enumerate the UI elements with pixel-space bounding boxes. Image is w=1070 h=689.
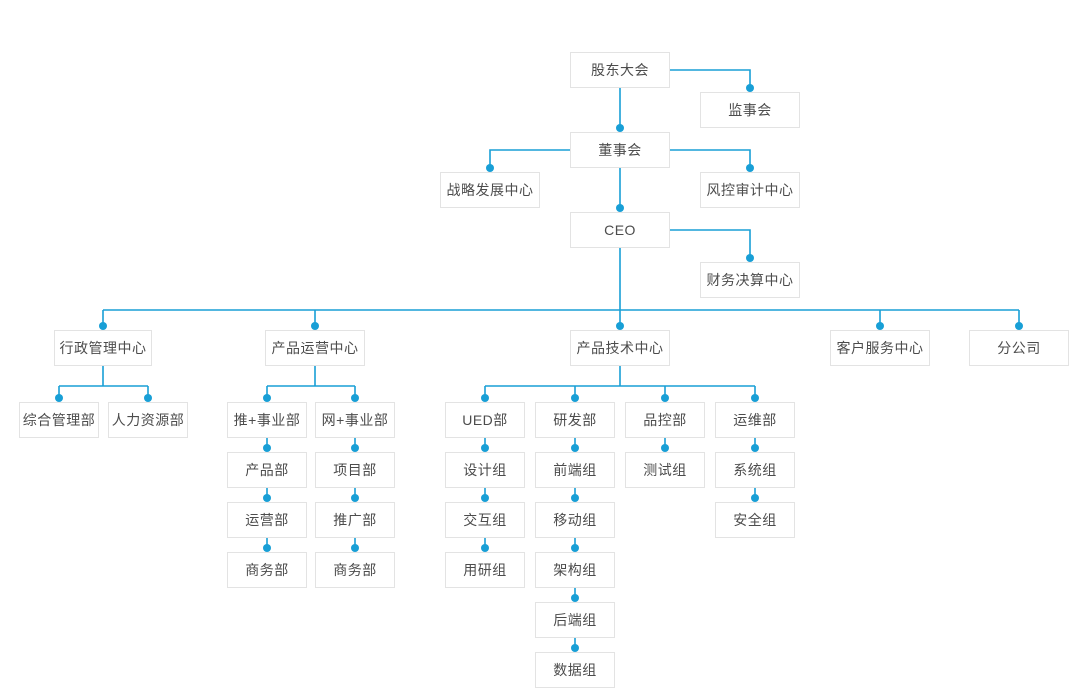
org-node-architecture-team: 架构组 — [535, 552, 615, 588]
org-node-product-dept: 产品部 — [227, 452, 307, 488]
org-node-label: 监事会 — [728, 102, 772, 118]
org-node-operations-dept: 运营部 — [227, 502, 307, 538]
org-node-business-dept-a: 商务部 — [227, 552, 307, 588]
org-node-label: 战略发展中心 — [446, 182, 534, 198]
org-node-label: 产品技术中心 — [576, 340, 664, 356]
org-node-board: 董事会 — [570, 132, 670, 168]
org-node-label: 测试组 — [643, 462, 687, 478]
org-node-ops-maintenance: 运维部 — [715, 402, 795, 438]
org-node-interaction-team: 交互组 — [445, 502, 525, 538]
org-node-frontend-team: 前端组 — [535, 452, 615, 488]
org-node-finance: 财务决算中心 — [700, 262, 800, 298]
org-node-label: 推+事业部 — [233, 412, 301, 428]
org-node-supervisory: 监事会 — [700, 92, 800, 128]
org-node-data-team: 数据组 — [535, 652, 615, 688]
org-node-risk-audit: 风控审计中心 — [700, 172, 800, 208]
org-node-rnd: 研发部 — [535, 402, 615, 438]
org-node-label: 人力资源部 — [111, 412, 185, 428]
org-node-label: 分公司 — [997, 340, 1041, 356]
org-node-label: 产品部 — [245, 462, 289, 478]
org-node-label: 商务部 — [333, 562, 377, 578]
org-node-label: 股东大会 — [591, 62, 649, 78]
org-node-admin-center: 行政管理中心 — [54, 330, 152, 366]
connector-center-splits — [58, 366, 756, 398]
org-node-ceo: CEO — [570, 212, 670, 248]
org-node-backend-team: 后端组 — [535, 602, 615, 638]
org-node-branch: 分公司 — [969, 330, 1069, 366]
org-node-label: 网+事业部 — [321, 412, 389, 428]
org-node-product-ops-center: 产品运营中心 — [265, 330, 365, 366]
org-node-hr: 人力资源部 — [108, 402, 188, 438]
org-node-label: 前端组 — [553, 462, 597, 478]
org-node-design-team: 设计组 — [445, 452, 525, 488]
org-node-mobile-team: 移动组 — [535, 502, 615, 538]
org-node-project-dept: 项目部 — [315, 452, 395, 488]
org-node-tui-division: 推+事业部 — [227, 402, 307, 438]
org-node-label: CEO — [604, 222, 636, 238]
org-node-label: 项目部 — [333, 462, 377, 478]
org-node-strategy: 战略发展中心 — [440, 172, 540, 208]
org-node-label: 董事会 — [598, 142, 642, 158]
org-node-label: 安全组 — [733, 512, 777, 528]
org-node-label: 后端组 — [553, 612, 597, 628]
org-node-label: 运营部 — [245, 512, 289, 528]
org-node-label: 用研组 — [463, 562, 507, 578]
org-node-label: 移动组 — [553, 512, 597, 528]
connector-top-tree — [102, 69, 1020, 326]
org-node-label: 推广部 — [333, 512, 377, 528]
org-node-label: 数据组 — [553, 662, 597, 678]
org-node-label: 财务决算中心 — [706, 272, 794, 288]
org-node-label: 系统组 — [733, 462, 777, 478]
org-node-user-research-team: 用研组 — [445, 552, 525, 588]
org-node-label: 客户服务中心 — [836, 340, 924, 356]
org-node-shareholders: 股东大会 — [570, 52, 670, 88]
org-node-label: 产品运营中心 — [271, 340, 359, 356]
org-node-system-team: 系统组 — [715, 452, 795, 488]
org-node-customer-service-center: 客户服务中心 — [830, 330, 930, 366]
org-node-wang-division: 网+事业部 — [315, 402, 395, 438]
org-node-label: UED部 — [462, 412, 508, 428]
org-node-label: 综合管理部 — [22, 412, 96, 428]
org-node-product-tech-center: 产品技术中心 — [570, 330, 670, 366]
org-node-label: 研发部 — [553, 412, 597, 428]
org-node-label: 设计组 — [463, 462, 507, 478]
org-node-promotion-dept: 推广部 — [315, 502, 395, 538]
org-node-label: 交互组 — [463, 512, 507, 528]
org-node-label: 行政管理中心 — [59, 340, 147, 356]
org-node-general-mgmt: 综合管理部 — [19, 402, 99, 438]
org-node-label: 风控审计中心 — [706, 182, 794, 198]
org-node-security-team: 安全组 — [715, 502, 795, 538]
org-node-label: 品控部 — [643, 412, 687, 428]
org-node-label: 运维部 — [733, 412, 777, 428]
org-node-label: 商务部 — [245, 562, 289, 578]
org-node-qc: 品控部 — [625, 402, 705, 438]
org-node-testing-team: 测试组 — [625, 452, 705, 488]
org-node-ued: UED部 — [445, 402, 525, 438]
org-node-label: 架构组 — [553, 562, 597, 578]
org-node-business-dept-b: 商务部 — [315, 552, 395, 588]
